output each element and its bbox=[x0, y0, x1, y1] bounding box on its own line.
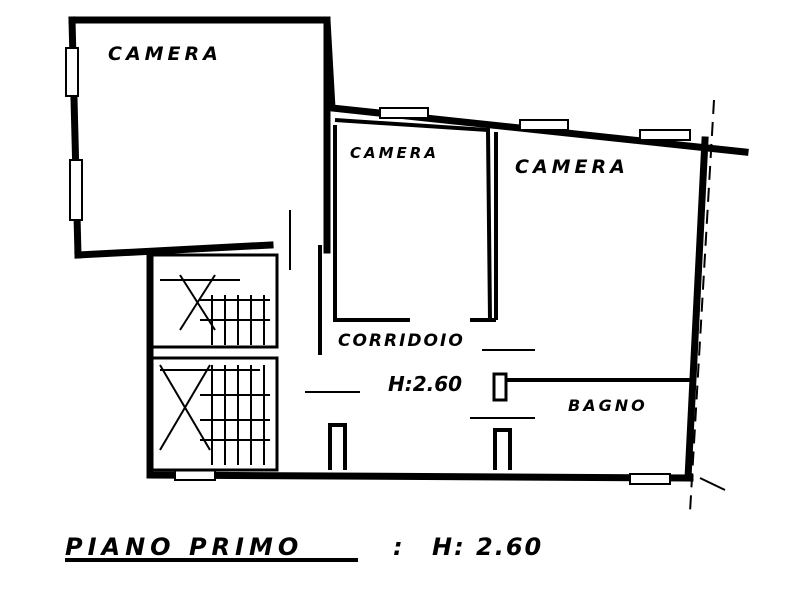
staircase bbox=[150, 253, 279, 472]
room-label-bagno: BAGNO bbox=[568, 396, 648, 415]
caption: PIANO PRIMO : H: 2.60 bbox=[65, 533, 543, 562]
property-line bbox=[689, 99, 726, 513]
windows bbox=[65, 47, 691, 485]
room-label-camera-1: CAMERA bbox=[108, 43, 222, 65]
height-label: H:2.60 bbox=[388, 372, 462, 396]
caption-floor: PIANO PRIMO bbox=[65, 533, 303, 561]
caption-height: H: 2.60 bbox=[432, 533, 543, 561]
room-label-corridoio: CORRIDOIO bbox=[338, 331, 465, 351]
caption-separator: : bbox=[393, 533, 403, 561]
room-label-camera-3: CAMERA bbox=[515, 156, 629, 178]
interior-walls bbox=[289, 118, 690, 470]
room-label-camera-2: CAMERA bbox=[350, 144, 439, 162]
